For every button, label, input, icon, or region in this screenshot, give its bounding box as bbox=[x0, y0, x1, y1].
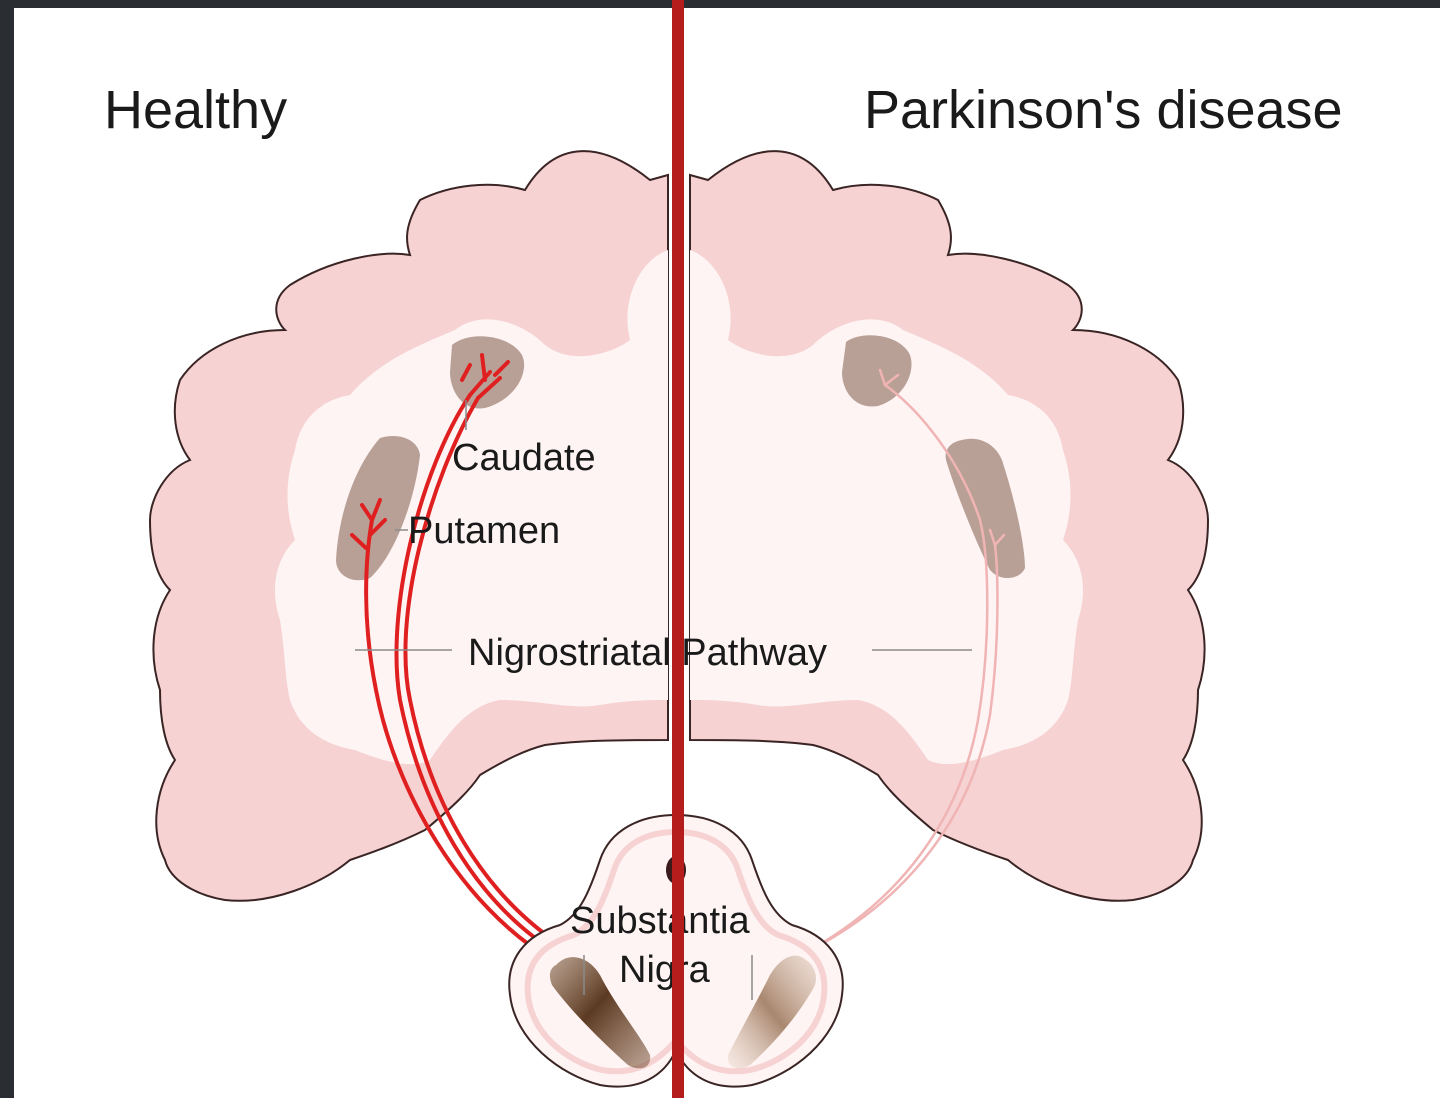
divider-line bbox=[672, 0, 684, 1098]
pathway-label: Nigrostriatal Pathway bbox=[468, 632, 827, 674]
caudate-label: Caudate bbox=[452, 437, 596, 479]
nigra-label: Nigra bbox=[619, 949, 711, 991]
substantia-label: Substantia bbox=[570, 900, 750, 942]
healthy-title: Healthy bbox=[104, 80, 287, 140]
disease-title: Parkinson's disease bbox=[864, 80, 1343, 140]
putamen-label: Putamen bbox=[408, 510, 560, 552]
